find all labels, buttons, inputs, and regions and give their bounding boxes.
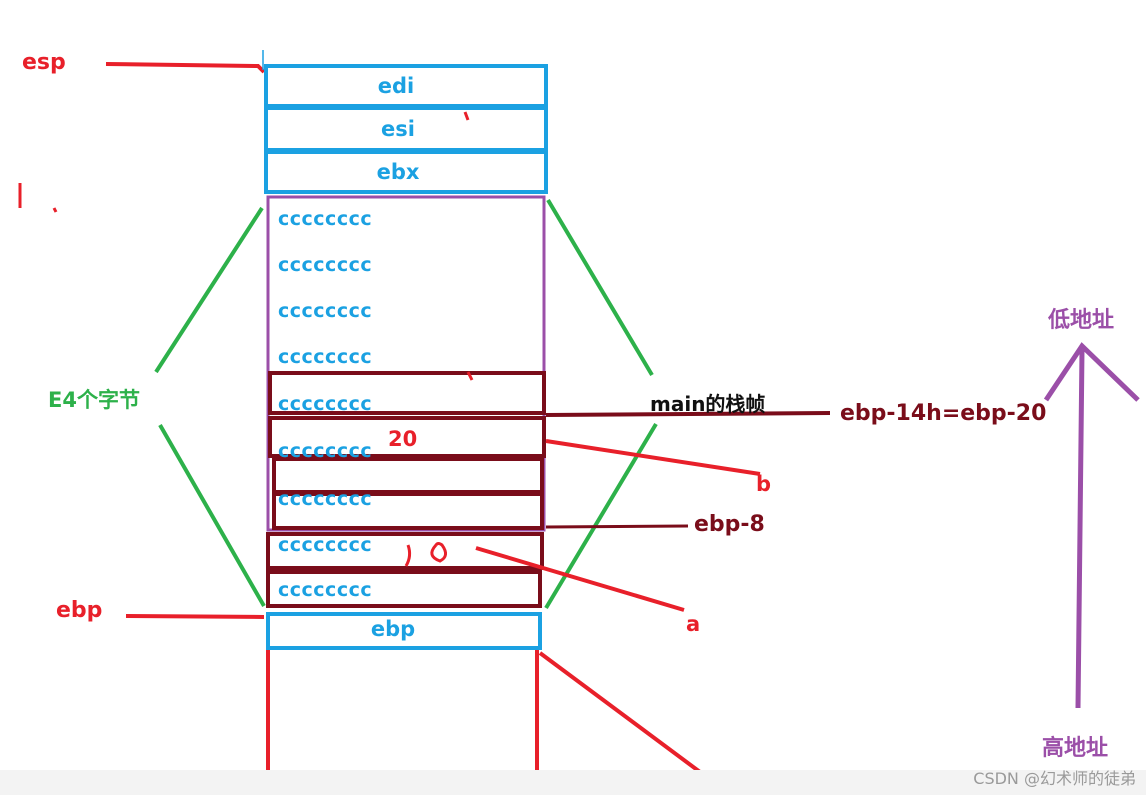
value-b-label: 20	[388, 427, 418, 451]
esi-label: esi	[381, 117, 415, 141]
filler-row: cccccccc	[278, 393, 373, 415]
var-box-4	[272, 492, 544, 530]
filler-row: cccccccc	[278, 579, 373, 601]
var-box-a	[266, 532, 544, 570]
address-arrow	[1043, 342, 1140, 709]
ebp-8-label: ebp-8	[694, 512, 765, 537]
stray-mark-3	[463, 111, 470, 121]
handwritten-10	[404, 542, 447, 567]
ebp-pointer-line	[125, 614, 265, 619]
filler-row: cccccccc	[278, 440, 373, 462]
below-stack-diagonal	[538, 651, 702, 774]
ebp-14h-label: ebp-14h=ebp-20	[840, 401, 1047, 426]
esp-pointer-line	[105, 62, 266, 74]
stray-mark-2	[52, 207, 58, 213]
watermark: CSDN @幻术师的徒弟	[973, 769, 1136, 788]
ebx-box	[264, 150, 548, 194]
ebp-14h-pointer-line	[545, 411, 831, 417]
var-box-1	[268, 371, 546, 415]
ebx-label: ebx	[376, 160, 420, 184]
filler-row: cccccccc	[278, 346, 373, 368]
footer-bar	[0, 770, 1146, 795]
bytes-label: E4个字节	[48, 388, 140, 412]
esp-label: esp	[22, 50, 66, 75]
stray-mark-4	[466, 371, 474, 381]
high-address-label: 高地址	[1042, 736, 1109, 761]
var-box-6	[266, 570, 542, 608]
edi-label: edi	[377, 74, 415, 98]
ebp-box	[266, 612, 542, 650]
frame-label: main的栈帧	[650, 392, 766, 416]
filler-row: cccccccc	[278, 254, 373, 276]
filler-row: cccccccc	[278, 534, 373, 556]
filler-row: cccccccc	[278, 208, 373, 230]
b-pointer-line	[545, 439, 761, 476]
left-brace	[154, 206, 266, 607]
var-box-b	[268, 416, 546, 458]
ebp-register-label: ebp	[370, 617, 416, 641]
a-pointer-line	[475, 546, 685, 612]
var-b-label: b	[756, 472, 772, 496]
ebp-8-pointer-line	[545, 524, 689, 529]
ebp-label: ebp	[56, 598, 103, 623]
right-brace	[544, 198, 658, 610]
low-address-label: 低地址	[1048, 308, 1115, 333]
filler-row: cccccccc	[278, 488, 373, 510]
filler-row: cccccccc	[278, 300, 373, 322]
var-a-label: a	[686, 612, 701, 636]
